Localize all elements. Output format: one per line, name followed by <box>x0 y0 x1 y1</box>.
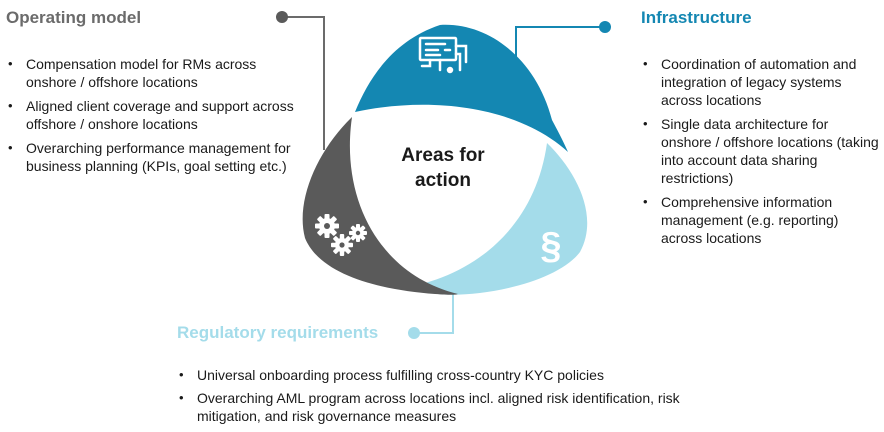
center-label-line1: Areas for <box>401 145 485 166</box>
infrastructure-title: Infrastructure <box>641 8 752 27</box>
list-item: Aligned client coverage and support acro… <box>6 97 306 133</box>
list-item: Universal onboarding process fulfilling … <box>177 366 717 384</box>
circuit-icon <box>418 36 468 74</box>
list-item: Compensation model for RMs across onshor… <box>6 55 306 91</box>
regulatory-title: Regulatory requirements <box>177 323 379 342</box>
section-sign-icon: § <box>540 225 561 267</box>
list-item: Single data architecture for onshore / o… <box>641 115 881 187</box>
operating-model-title: Operating model <box>6 8 142 27</box>
operating-model-list: Compensation model for RMs across onshor… <box>6 55 306 181</box>
infrastructure-list: Coordination of automation and integrati… <box>641 55 881 253</box>
connector-regulatory <box>408 290 454 339</box>
gears-icon <box>315 214 367 256</box>
list-item: Overarching performance management for b… <box>6 139 306 175</box>
regulatory-segment <box>395 143 588 295</box>
infrastructure-segment <box>355 24 568 152</box>
list-item: Comprehensive information management (e.… <box>641 193 881 247</box>
list-item: Overarching AML program across locations… <box>177 389 717 425</box>
connector-operating-model <box>276 11 325 150</box>
center-label: Areas for action <box>378 143 508 193</box>
center-label-line2: action <box>415 170 471 191</box>
regulatory-list: Universal onboarding process fulfilling … <box>177 366 717 430</box>
list-item: Coordination of automation and integrati… <box>641 55 881 109</box>
